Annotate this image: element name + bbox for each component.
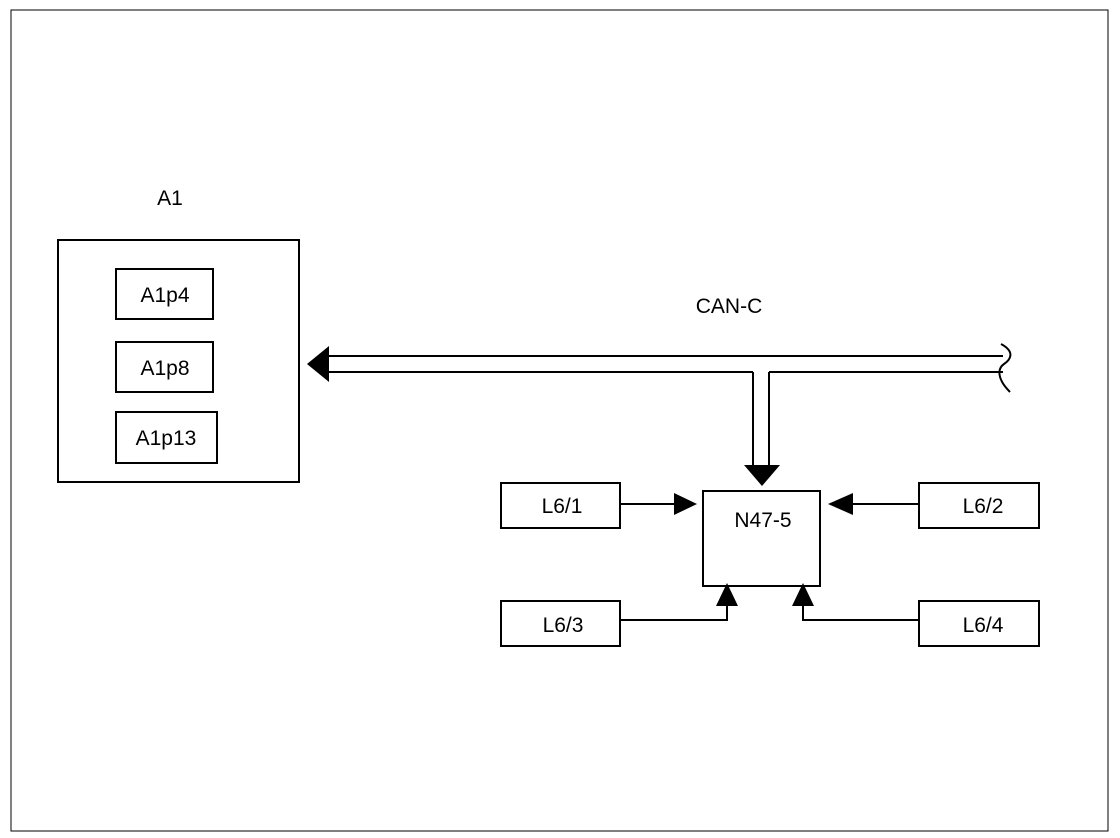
sensor-label-l6-4: L6/4	[963, 614, 1004, 637]
sensor-label-l6-3: L6/3	[543, 614, 584, 637]
sensor-box-l6-4	[918, 600, 1040, 647]
sensor-label-l6-1: L6/1	[542, 495, 583, 518]
sensor-box-l6-1	[500, 482, 621, 529]
can-branch-arrowhead	[744, 465, 780, 486]
sensor-label-l6-2: L6/2	[963, 495, 1004, 518]
can-bus-label: CAN-C	[696, 295, 763, 318]
module-part-label-a1p8: A1p8	[140, 357, 189, 380]
sensor-arrowhead-l6-2	[828, 493, 853, 515]
can-bus-arrowhead-left	[307, 346, 329, 382]
control-unit-box	[702, 490, 821, 587]
module-part-box-a1p4	[115, 268, 214, 320]
module-part-label-a1p4: A1p4	[140, 284, 189, 307]
sensor-box-l6-3	[500, 600, 621, 647]
sensor-connector-l6-4	[802, 606, 919, 621]
diagram-frame	[10, 9, 1109, 832]
module-part-box-a1p13	[115, 411, 218, 464]
can-bus-break-mark	[998, 343, 1012, 393]
control-unit-label: N47-5	[734, 509, 791, 532]
sensor-arrowhead-l6-3	[716, 583, 738, 606]
sensor-arrowhead-l6-1	[674, 493, 697, 515]
sensor-box-l6-2	[918, 482, 1040, 529]
module-part-label-a1p13: A1p13	[136, 427, 197, 450]
module-a1-title: A1	[157, 187, 183, 210]
sensor-arrowhead-l6-4	[792, 583, 814, 606]
sensor-connector-l6-3	[620, 606, 728, 621]
module-part-box-a1p8	[115, 341, 214, 393]
